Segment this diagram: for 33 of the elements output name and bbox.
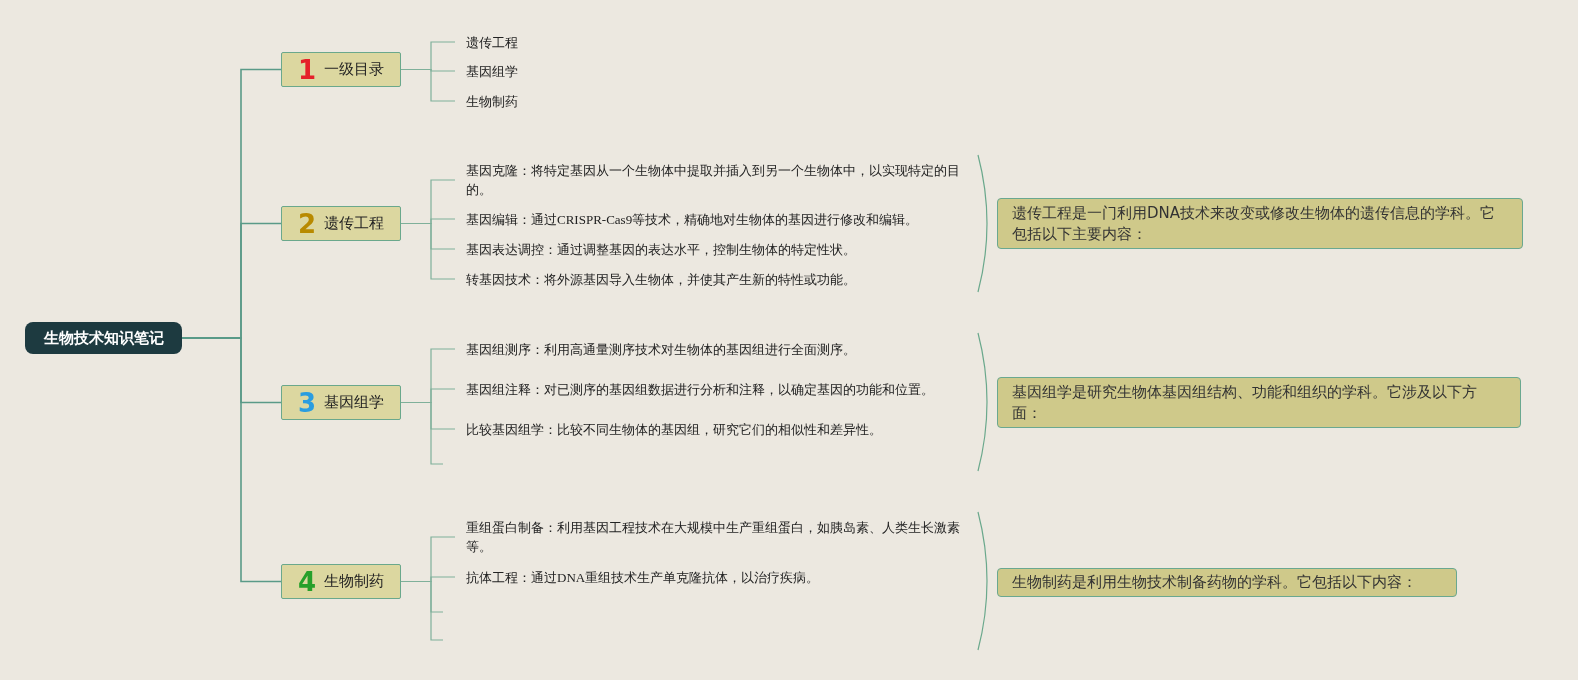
topic-label: 一级目录 <box>324 60 385 79</box>
branch-line <box>400 68 456 102</box>
branch-text: 基因组测序：利用高通量测序技术对生物体的基因组进行全面测序。 <box>455 339 856 359</box>
branch-text: 基因表达调控：通过调整基因的表达水平，控制生物体的特定性状。 <box>455 239 856 259</box>
branch-text: 抗体工程：通过DNA重组技术生产单克隆抗体，以治疗疾病。 <box>455 567 820 587</box>
branch-text: 基因组注释：对已测序的基因组数据进行分析和注释，以确定基因的功能和位置。 <box>455 369 934 409</box>
branch-text: 比较基因组学：比较不同生物体的基因组，研究它们的相似性和差异性。 <box>455 419 882 439</box>
branch-text: 基因编辑：通过CRISPR-Cas9等技术，精确地对生物体的基因进行修改和编辑。 <box>455 209 919 229</box>
topic-label: 生物制药 <box>324 572 385 591</box>
topic-box <box>281 385 401 420</box>
topic-box <box>281 206 401 241</box>
topic-number: 2 <box>297 210 317 237</box>
branch-text: 重组蛋白制备：利用基因工程技术在大规模中生产重组蛋白，如胰岛素、人类生长激素等。 <box>455 517 965 557</box>
branch-line <box>400 580 444 641</box>
branch-line <box>181 337 282 583</box>
topic-number: 1 <box>297 56 317 83</box>
branch-text: 基因克隆：将特定基因从一个生物体中提取并插入到另一个生物体中，以实现特定的目的。 <box>455 160 965 200</box>
branch-line <box>400 222 456 280</box>
summary-box: 遗传工程是一门利用DNA技术来改变或修改生物体的遗传信息的学科。它包括以下主要内容： <box>997 198 1523 249</box>
branch-line <box>400 401 444 465</box>
topic-label: 遗传工程 <box>324 214 385 233</box>
topic-number: 4 <box>297 568 317 595</box>
topic-label: 基因组学 <box>324 393 385 412</box>
branch-text: 基因组学 <box>455 61 518 81</box>
branch-text: 生物制药 <box>455 91 518 111</box>
branch-text: 遗传工程 <box>455 32 518 52</box>
branch-text: 转基因技术：将外源基因导入生物体，并使其产生新的特性或功能。 <box>455 269 856 289</box>
topic-number: 3 <box>297 389 317 416</box>
root-box: 生物技术知识笔记 <box>25 322 182 354</box>
summary-box: 生物制药是利用生物技术制备药物的学科。它包括以下内容： <box>997 568 1457 597</box>
topic-box <box>281 564 401 599</box>
topic-box <box>281 52 401 87</box>
summary-box: 基因组学是研究生物体基因组结构、功能和组织的学科。它涉及以下方面： <box>997 377 1521 428</box>
